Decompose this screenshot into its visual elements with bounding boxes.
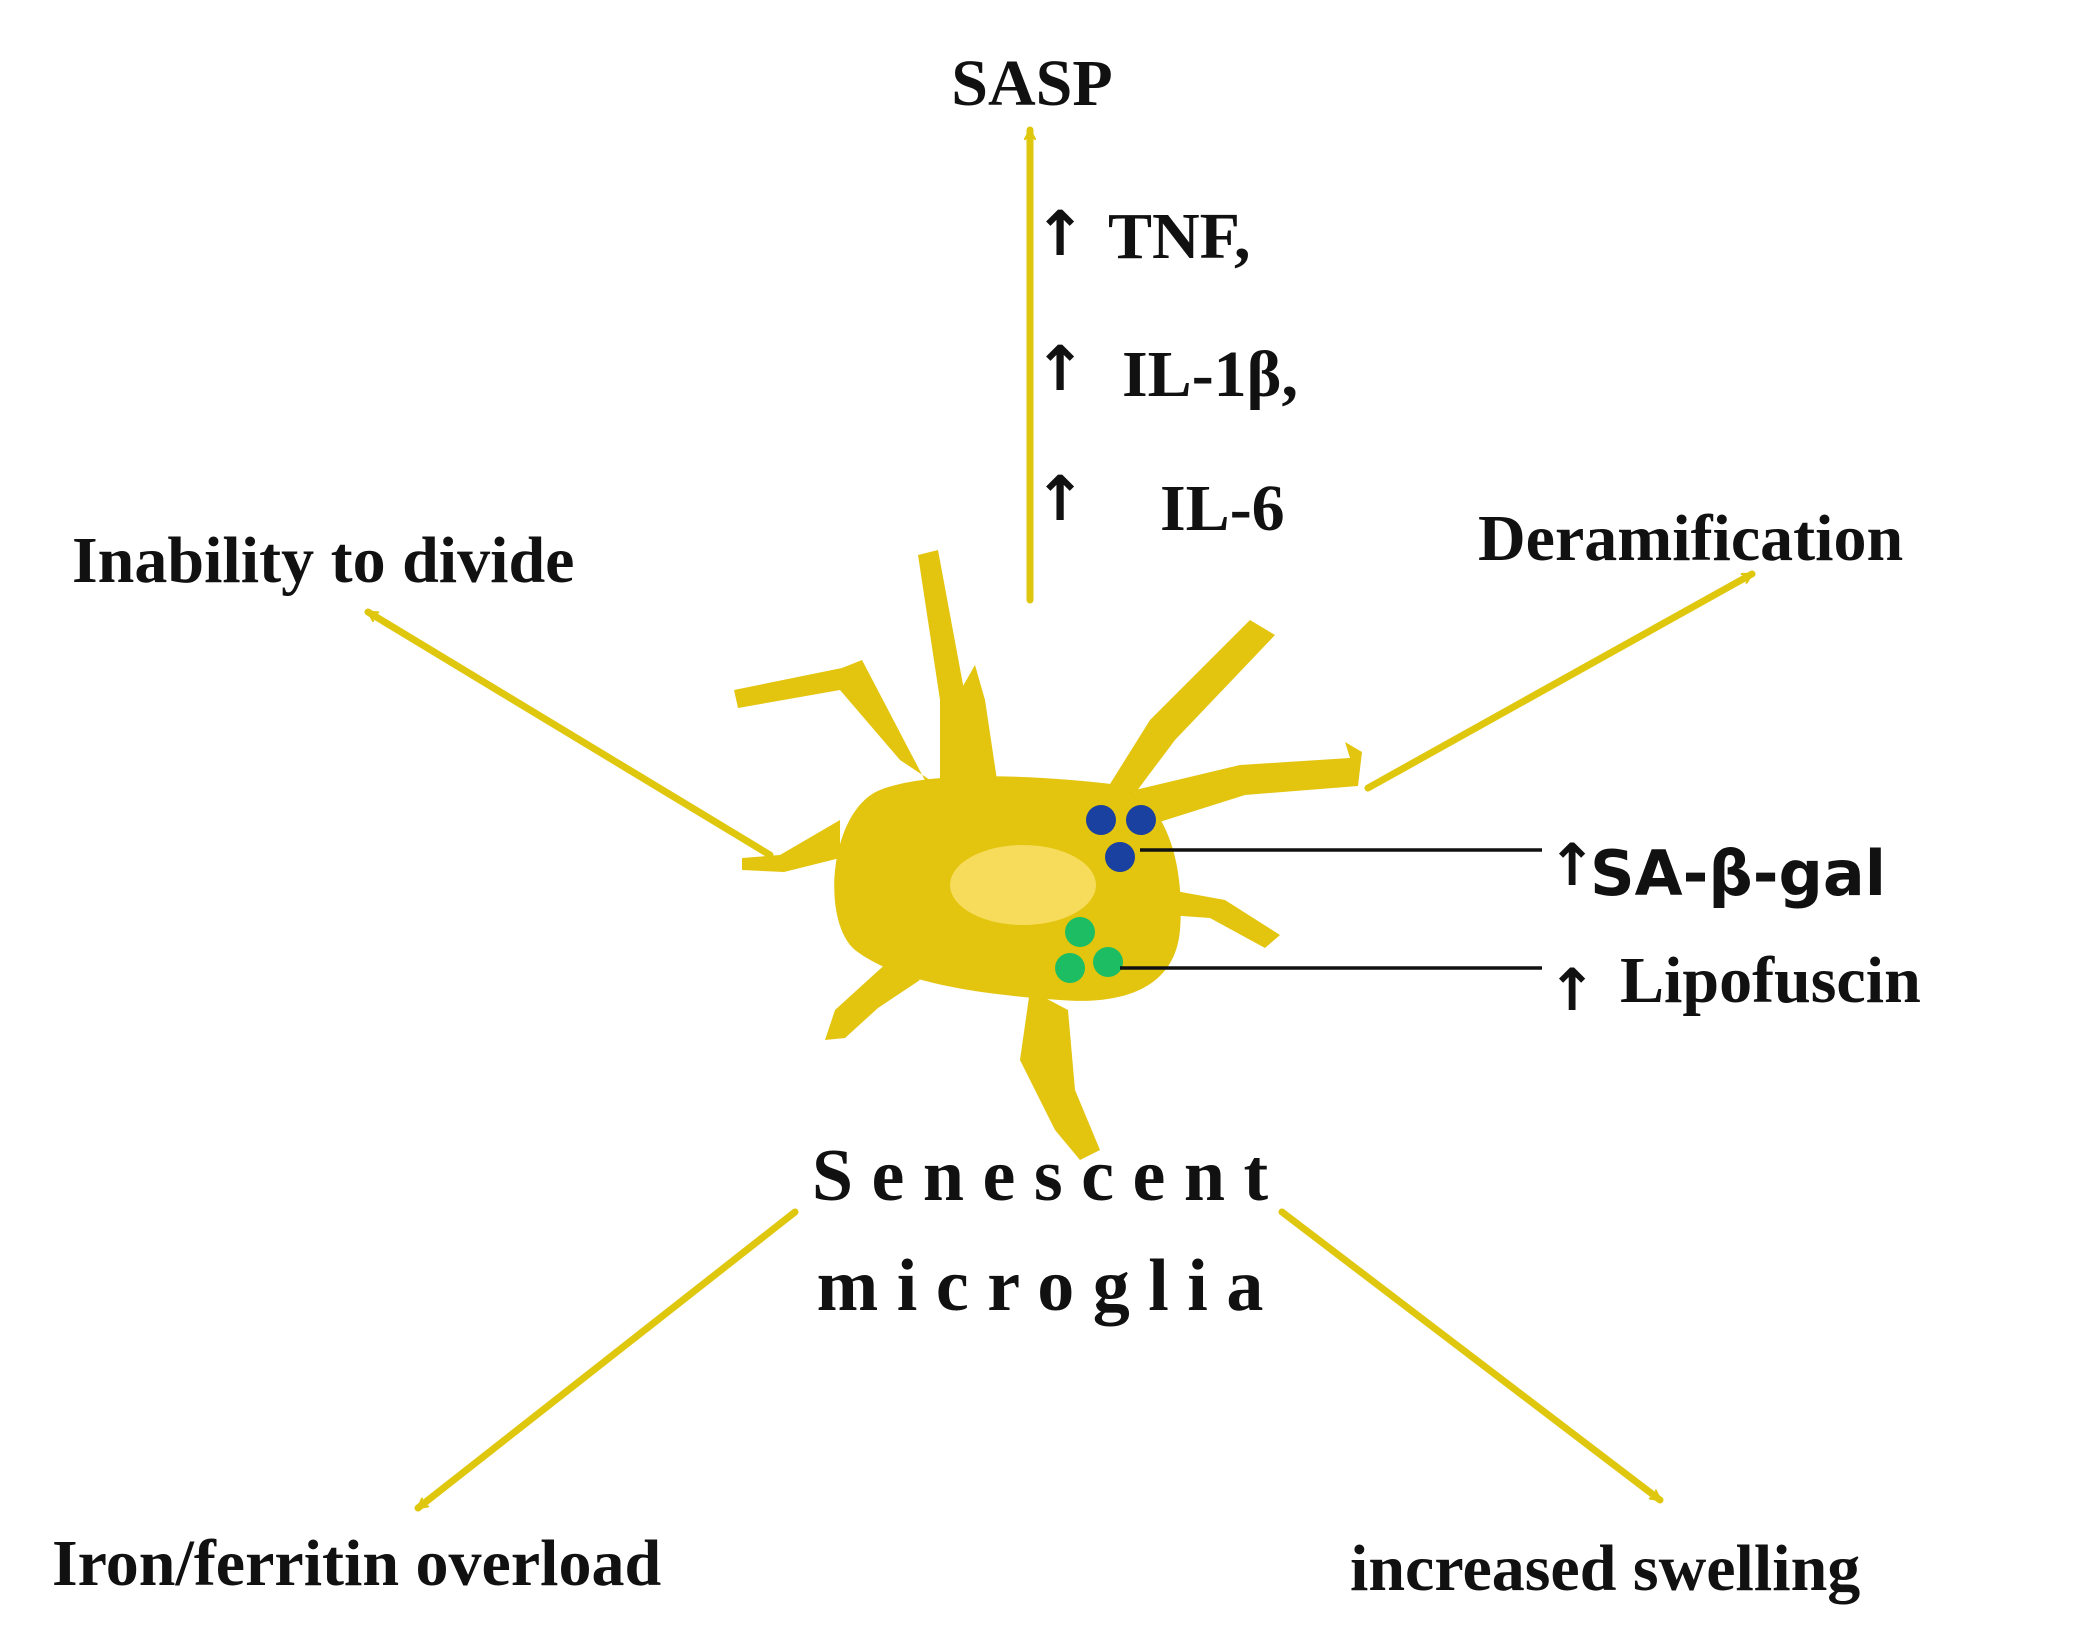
cytokine-il1b: IL-1β, — [1122, 338, 1298, 411]
lipofuscin-granules — [1055, 917, 1123, 983]
sa-beta-gal-label: SA-β-gal — [1590, 837, 1886, 910]
marker-labels: ↑ SA-β-gal ↑ Lipofuscin — [1548, 831, 1921, 1024]
lipofuscin-label: Lipofuscin — [1620, 944, 1921, 1017]
cell-process-right — [1135, 742, 1362, 825]
cell-title-line-1: S e n e s c e n t — [812, 1135, 1269, 1217]
cell-process-top-right — [1100, 620, 1275, 800]
cytokine-list: ↑ TNF, ↑ IL-1β, ↑ IL-6 — [1034, 197, 1298, 545]
deramification-label: Deramification — [1478, 502, 1903, 575]
sa-beta-gal-up-arrow: ↑ — [1548, 831, 1597, 899]
cell-process-bottom-left — [825, 960, 920, 1040]
inability-label: Inability to divide — [72, 524, 574, 597]
cytokine-up-arrow-3: ↑ — [1034, 462, 1086, 535]
arrow-to-inability — [364, 608, 774, 859]
cell-title: S e n e s c e n t m i c r o g l i a — [812, 1135, 1269, 1327]
microglia-cell — [734, 550, 1362, 1160]
cell-process-upper-middle — [955, 665, 1000, 800]
lipofuscin-up-arrow: ↑ — [1548, 956, 1597, 1024]
cell-title-line-2: m i c r o g l i a — [817, 1245, 1264, 1327]
cell-process-top-left — [734, 660, 960, 800]
cell-process-right-lower — [1168, 890, 1280, 948]
outcome-arrows — [364, 126, 1756, 1512]
sasp-label: SASP — [951, 47, 1112, 120]
cytokine-tnf: TNF, — [1108, 200, 1250, 273]
cell-process-top — [918, 550, 974, 800]
cell-process-left — [742, 820, 840, 872]
arrow-to-iron — [414, 1208, 799, 1512]
sa-beta-gal-granules — [1086, 805, 1156, 872]
cell-nucleus — [950, 845, 1096, 925]
arrow-to-swelling — [1278, 1208, 1664, 1504]
swelling-label: increased swelling — [1350, 1532, 1860, 1605]
cytokine-up-arrow-1: ↑ — [1034, 197, 1086, 270]
iron-label: Iron/ferritin overload — [52, 1527, 661, 1600]
cytokine-il6: IL-6 — [1160, 472, 1285, 545]
cytokine-up-arrow-2: ↑ — [1034, 332, 1086, 405]
arrow-to-deramification — [1364, 570, 1756, 792]
cell-process-bottom — [1020, 990, 1100, 1160]
